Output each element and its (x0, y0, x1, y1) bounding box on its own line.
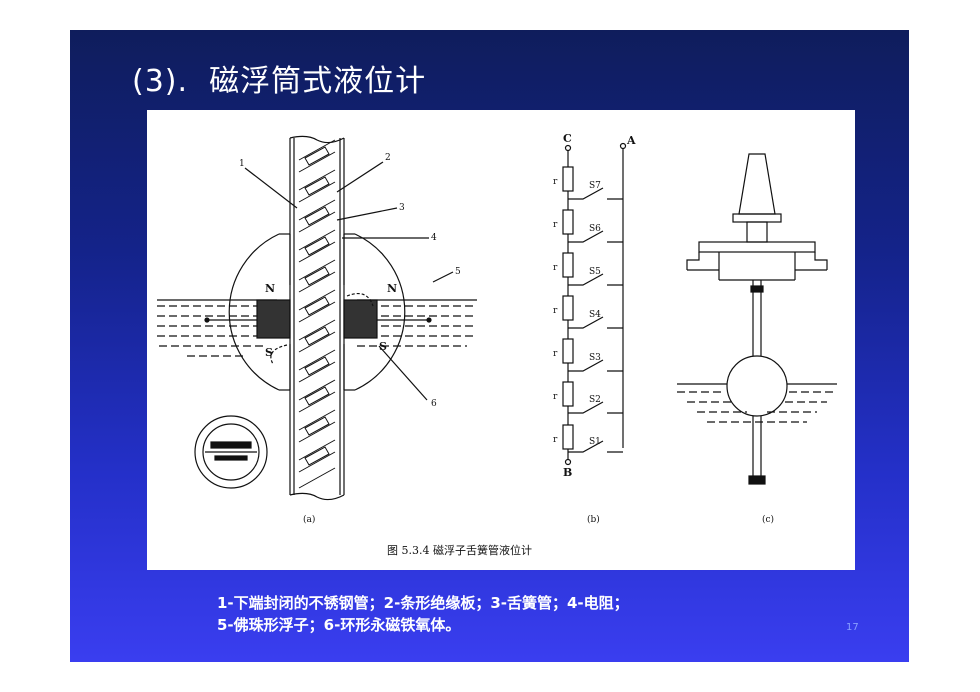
level-gauge-diagram: 1 2 3 4 5 6 N S N S C A B r r r r r r r … (157, 132, 837, 557)
terminal-c: C (563, 132, 572, 145)
page-number: 17 (846, 622, 859, 633)
subfigure-label-a: (a) (303, 514, 315, 525)
part-label-5: 5 (455, 267, 461, 277)
gauge-side-view (677, 153, 837, 485)
reed-resistor-circuit (562, 142, 627, 466)
figure-caption: 图 5.3.4 磁浮子舌簧管液位计 (387, 543, 532, 557)
switch-label-s1: S1 (589, 437, 601, 447)
float-right-half (354, 233, 406, 391)
switch-label-s7: S7 (589, 181, 601, 191)
part-label-6: 6 (431, 399, 437, 409)
pole-label-s-right: S (379, 340, 387, 353)
part-label-4: 4 (431, 233, 437, 243)
steel-tube (289, 135, 345, 501)
terminal-a: A (626, 134, 636, 147)
resistor-label: r (553, 177, 558, 187)
resistor-label: r (553, 392, 558, 402)
magnet-left (256, 299, 291, 339)
resistor-label: r (553, 220, 558, 230)
resistor-label: r (553, 349, 558, 359)
float-top-view-inset (194, 415, 268, 489)
part-label-1: 1 (239, 159, 245, 169)
subfigure-label-c: (c) (762, 514, 774, 525)
resistor-label: r (553, 306, 558, 316)
part-label-2: 2 (385, 153, 391, 163)
subfigure-label-b: (b) (587, 514, 600, 525)
slide-title: (3). 磁浮筒式液位计 (132, 64, 427, 99)
switch-label-s5: S5 (589, 267, 601, 277)
switch-label-s3: S3 (589, 353, 601, 363)
part-label-3: 3 (399, 203, 405, 213)
pole-label-n-right: N (387, 282, 397, 295)
float-left-half (228, 233, 280, 391)
reed-switches (298, 139, 336, 489)
slide: (3). 磁浮筒式液位计 (70, 30, 909, 662)
parts-legend: 1-下端封闭的不锈钢管；2-条形绝缘板；3-舌簧管；4-电阻； 5-佛珠形浮子；… (217, 592, 629, 636)
switch-label-s2: S2 (589, 395, 601, 405)
pole-label-n-left: N (265, 282, 275, 295)
figure-panel: 1 2 3 4 5 6 N S N S C A B r r r r r r r … (147, 110, 855, 570)
switch-label-s6: S6 (589, 224, 601, 234)
magnet-right (343, 299, 378, 339)
terminal-b: B (563, 466, 572, 479)
resistor-label: r (553, 263, 558, 273)
pole-label-s-left: S (265, 346, 273, 359)
parts-legend-line-2: 5-佛珠形浮子；6-环形永磁铁氧体。 (217, 616, 461, 634)
parts-legend-line-1: 1-下端封闭的不锈钢管；2-条形绝缘板；3-舌簧管；4-电阻； (217, 594, 629, 612)
resistor-label: r (553, 435, 558, 445)
switch-label-s4: S4 (589, 310, 601, 320)
